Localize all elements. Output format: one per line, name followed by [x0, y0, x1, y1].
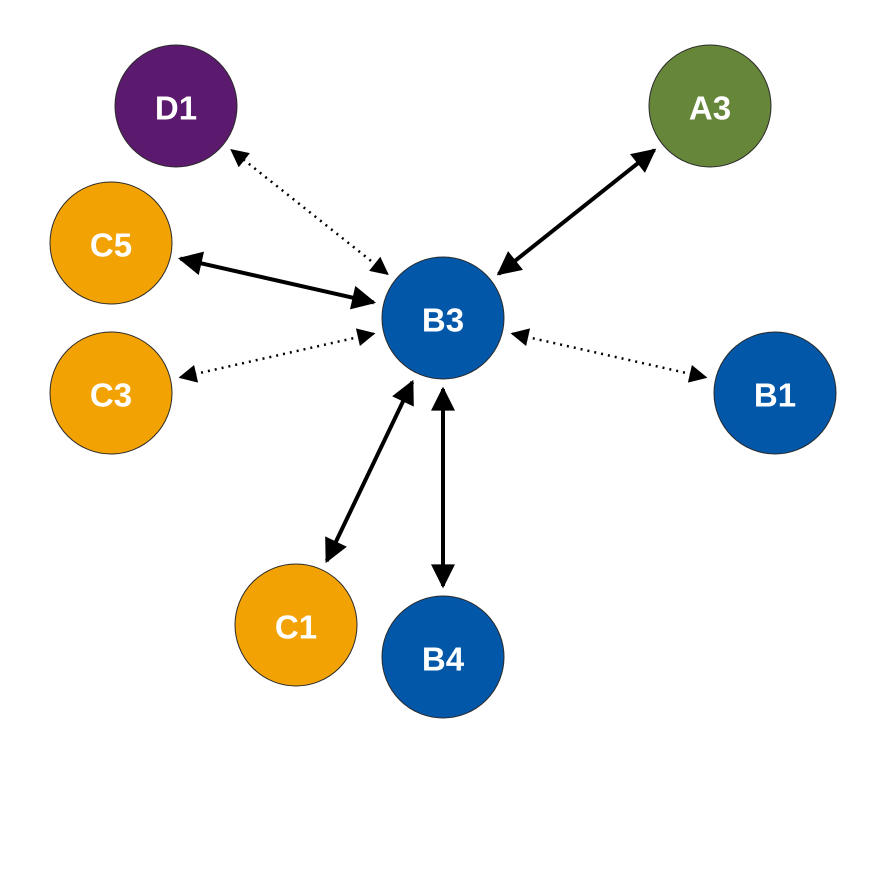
node-label: B3	[422, 302, 464, 339]
edges-layer	[177, 148, 708, 589]
node-circle	[381, 595, 505, 719]
node-circle	[49, 181, 173, 305]
node-circle	[648, 44, 772, 168]
node-c5[interactable]: C5	[49, 181, 173, 305]
node-label: C3	[90, 377, 132, 414]
node-label: D1	[155, 90, 197, 127]
node-label: B1	[754, 377, 796, 414]
node-c3[interactable]: C3	[49, 331, 173, 455]
node-circle	[114, 44, 238, 168]
edge-b3-c5	[177, 251, 377, 310]
node-a3[interactable]: A3	[648, 44, 772, 168]
node-circle	[381, 256, 505, 380]
node-c1[interactable]: C1	[234, 563, 358, 687]
node-label: C1	[275, 609, 317, 646]
node-circle	[49, 331, 173, 455]
node-label: B4	[422, 641, 465, 678]
node-label: C5	[90, 227, 132, 264]
edge-b3-c1	[324, 379, 415, 564]
node-b1[interactable]: B1	[713, 331, 837, 455]
node-b3[interactable]: B3	[381, 256, 505, 380]
edge-b3-a3	[496, 148, 657, 276]
edge-b3-b1	[510, 328, 708, 383]
node-circle	[234, 563, 358, 687]
edge-b3-c3	[178, 328, 376, 383]
node-circle	[713, 331, 837, 455]
node-label: A3	[689, 90, 731, 127]
node-d1[interactable]: D1	[114, 44, 238, 168]
node-b4[interactable]: B4	[381, 595, 505, 719]
edge-b3-d1	[230, 148, 389, 276]
